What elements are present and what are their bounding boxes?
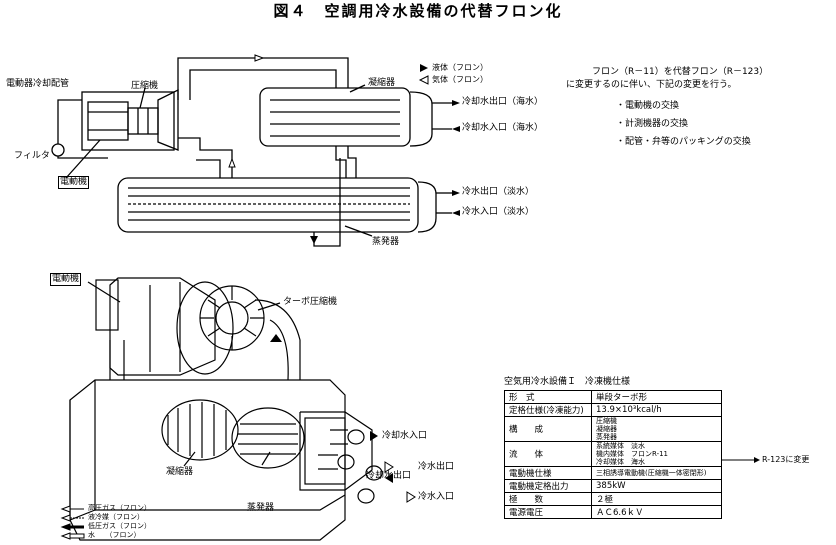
chilled-water-outlet-label: 冷水出口（淡水）: [462, 187, 535, 197]
change-note: R-123に変更: [762, 455, 810, 464]
chilled-water-inlet-label: 冷水入口（淡水）: [462, 207, 535, 217]
spec-table: 形 式単段ターボ形 定格仕様(冷凍能力)13.9×10³kcal/h 構 成圧縮…: [504, 390, 722, 519]
legend-liquid: 液体（フロン）: [432, 63, 488, 72]
motor-label: 電動機: [58, 176, 90, 189]
legend-liquid-refrigerant: 液冷媒（フロン）: [88, 513, 144, 521]
table-row: 定格仕様(冷凍能力)13.9×10³kcal/h: [504, 403, 722, 417]
note-line-1: フロン（R－11）を代替フロン（R－123）: [592, 67, 769, 77]
note-item-2: ・計測機器の交換: [616, 119, 689, 129]
spec-key: 形 式: [504, 390, 592, 404]
legend-high-pressure-gas: 高圧ガス（フロン）: [88, 504, 151, 512]
cooling-water-inlet-sea-label: 冷却水入口（海水）: [462, 123, 544, 133]
bottom-chilled-water-outlet-label: 冷水出口: [418, 462, 455, 472]
bottom-chilled-water-inlet-label: 冷水入口: [418, 492, 455, 502]
spec-value: 13.9×10³kcal/h: [591, 403, 722, 417]
bottom-cooling-water-outlet-label: 冷却水出口: [366, 471, 412, 481]
turbo-compressor-label: ターボ圧縮機: [283, 297, 338, 307]
figure-title: 図４ 空調用冷水設備の代替フロン化: [273, 2, 563, 20]
spec-key: 定格仕様(冷凍能力): [504, 403, 592, 417]
spec-value: 三相誘導電動機(圧縮機一体密閉形): [591, 466, 722, 480]
spec-value: ２極: [591, 492, 722, 506]
spec-value: ＡＣ6.6ｋＶ: [591, 505, 722, 519]
note-item-1: ・電動機の交換: [616, 101, 680, 111]
spec-key: 流 体: [504, 441, 592, 467]
spec-key: 極 数: [504, 492, 592, 506]
spec-value: 単段ターボ形: [591, 390, 722, 404]
note-item-3: ・配管・弁等のパッキングの交換: [616, 137, 751, 147]
bottom-cooling-water-inlet-label: 冷却水入口: [382, 431, 428, 441]
spec-key: 電源電圧: [504, 505, 592, 519]
bottom-evaporator-label: 蒸発器: [247, 503, 275, 513]
spec-value: 系統媒体 淡水 機内媒体 フロンR-11 冷却媒体 海水: [591, 441, 722, 467]
spec-value: 385kW: [591, 479, 722, 493]
evaporator-label: 蒸発器: [372, 237, 400, 247]
bottom-condenser-label: 凝縮器: [166, 467, 194, 477]
condenser-label: 凝縮器: [368, 78, 396, 88]
note-line-2: に変更するのに伴い、下記の変更を行う。: [566, 80, 737, 90]
spec-key: 構 成: [504, 416, 592, 442]
table-row: 構 成圧縮機 凝縮器 蒸発器: [504, 416, 722, 442]
legend-water: 水 （フロン）: [88, 531, 141, 539]
table-row: 電動機仕様三相誘導電動機(圧縮機一体密閉形): [504, 466, 722, 480]
legend-gas: 気体（フロン）: [432, 75, 488, 84]
bottom-motor-label: 電動機: [50, 273, 82, 286]
motor-cooling-pipe-label: 電動器冷却配管: [6, 79, 70, 89]
cooling-water-outlet-sea-label: 冷却水出口（海水）: [462, 97, 544, 107]
filter-label: フィルタ: [14, 151, 50, 161]
spec-table-caption: 空気用冷水設備Ｉ 冷凍機仕様: [504, 377, 631, 387]
table-row: 流 体系統媒体 淡水 機内媒体 フロンR-11 冷却媒体 海水: [504, 441, 722, 467]
spec-key: 電動機仕様: [504, 466, 592, 480]
compressor-label: 圧縮機: [131, 81, 159, 91]
spec-value: 圧縮機 凝縮器 蒸発器: [591, 416, 722, 442]
spec-key: 電動機定格出力: [504, 479, 592, 493]
table-row: 形 式単段ターボ形: [504, 390, 722, 404]
legend-low-pressure-gas: 低圧ガス（フロン）: [88, 522, 151, 530]
